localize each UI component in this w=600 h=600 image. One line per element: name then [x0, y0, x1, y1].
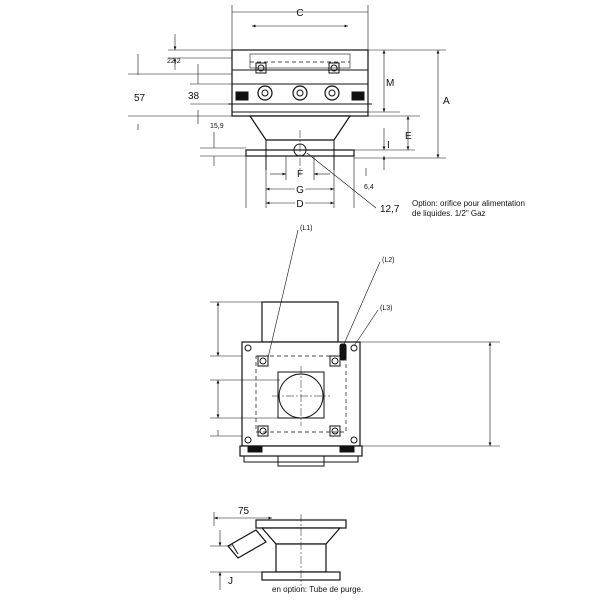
dimension-22-2: 22,2: [167, 34, 232, 70]
dimension-38-label: 38: [188, 91, 200, 102]
purge-tube-view: 75 J en option: Tube de purge.: [210, 506, 363, 594]
l1-leader: [267, 229, 299, 359]
unit-body: [228, 49, 372, 175]
purge-tube-caption: en option: Tube de purge.: [272, 585, 363, 594]
dimension-e-label: E: [405, 131, 412, 142]
dimension-15-9: 15,9: [200, 123, 246, 166]
dimension-6-4-label: 6,4: [364, 184, 374, 191]
dimension-i-label: I: [387, 140, 390, 151]
dimension-c: C: [231, 5, 369, 50]
l3-leader: [353, 309, 379, 347]
option-note-line2: de liquides. 1/2" Gaz: [412, 209, 486, 218]
dimension-m: M: [368, 49, 400, 113]
dimension-i: I: [354, 128, 415, 170]
dimension-6-4: 6,4: [364, 168, 374, 191]
dimension-57: 57: [128, 54, 232, 130]
dimension-j: J: [210, 530, 262, 590]
dimension-e: E: [350, 115, 420, 150]
dimension-38: 38: [188, 64, 232, 124]
dimension-g-label: G: [296, 185, 304, 196]
l2-label: (L2): [382, 257, 394, 264]
dimension-12-7-label: 12,7: [380, 204, 400, 215]
dimension-75-label: 75: [238, 506, 250, 517]
dimension-a-label: A: [443, 96, 450, 107]
dimension-12-7-leader: [306, 152, 377, 209]
dimension-j-label: J: [228, 576, 233, 587]
dimension-75: 75: [213, 506, 272, 526]
dimension-f-label: F: [297, 169, 303, 180]
dimension-d: D: [245, 156, 355, 212]
dimension-57-label: 57: [134, 93, 146, 104]
dimension-22-2-label: 22,2: [167, 58, 181, 65]
l3-label: (L3): [380, 305, 392, 312]
dimension-15-9-label: 15,9: [210, 123, 224, 130]
dimension-d-label: D: [296, 199, 303, 210]
l2-leader: [343, 261, 381, 345]
dimension-c-label: C: [296, 8, 303, 19]
side-view: (L1) (L2) (L3): [210, 225, 500, 467]
option-note-line1: Option: orifice pour alimentation: [412, 199, 525, 208]
top-view: C: [128, 5, 525, 218]
l1-label: (L1): [300, 225, 312, 232]
dimension-f: F: [270, 156, 330, 180]
dimension-a: A: [354, 49, 450, 159]
dimension-g: G: [265, 170, 335, 208]
dimension-m-label: M: [386, 78, 394, 89]
